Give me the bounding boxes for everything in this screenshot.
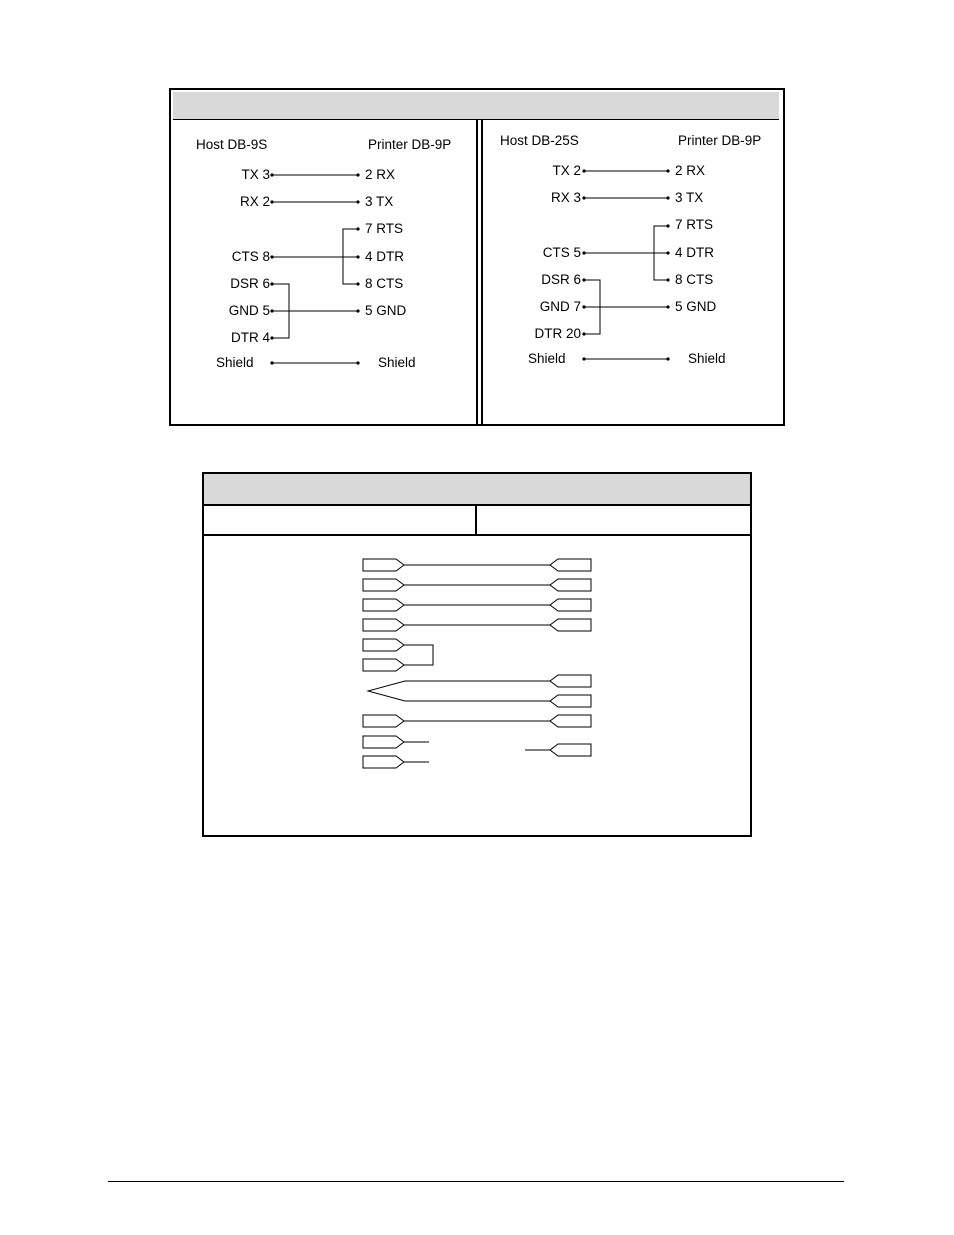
- shield-printer-label: Shield: [378, 355, 416, 370]
- printer-pin: 3 TX: [675, 190, 704, 205]
- printer-pin: 7 RTS: [675, 217, 714, 232]
- pin-dot: [582, 196, 586, 200]
- left-connector-tag: [362, 558, 405, 572]
- right-connector-tag: [549, 598, 592, 612]
- pin-dot: [356, 282, 360, 286]
- right-connector-tag: [549, 674, 592, 688]
- printer-pin: 5 GND: [365, 303, 407, 318]
- pin-dot: [270, 173, 274, 177]
- pin-dot: [270, 282, 274, 286]
- right-connector-tag: [549, 618, 592, 632]
- printer-pin: 8 CTS: [365, 276, 404, 291]
- printer-pin: 2 RX: [365, 167, 396, 182]
- merge-arrow-wire: [366, 680, 550, 702]
- host-title: Host DB-25S: [500, 133, 579, 148]
- right-connector-tag: [549, 743, 592, 757]
- pin-dot: [582, 332, 586, 336]
- parallel-wiring-table: [202, 472, 752, 837]
- pin-dot: [356, 200, 360, 204]
- right-connector-tag: [549, 714, 592, 728]
- host-pin: TX 3: [241, 167, 270, 182]
- loopback-wire: [404, 644, 434, 666]
- host-pin: DSR 6: [541, 272, 581, 287]
- host-pin: GND 7: [539, 299, 581, 314]
- pin-dot: [582, 278, 586, 282]
- pin-dot: [582, 169, 586, 173]
- pin-dot: [356, 173, 360, 177]
- printer-title: Printer DB-9P: [678, 133, 762, 148]
- left-connector-tag: [362, 638, 405, 652]
- left-connector-tag: [362, 578, 405, 592]
- panel-divider: [476, 120, 478, 426]
- shield-host-label: Shield: [528, 351, 566, 366]
- pin-dot: [356, 361, 360, 365]
- printer-pin: 3 TX: [365, 194, 394, 209]
- right-connector-tag: [549, 558, 592, 572]
- printer-pin: 2 RX: [675, 163, 706, 178]
- column-header-row: [204, 506, 750, 536]
- pin-dot: [582, 251, 586, 255]
- host-title: Host DB-9S: [196, 137, 268, 152]
- left-connector-tag: [362, 598, 405, 612]
- pin-dot: [666, 224, 670, 228]
- left-connector-tag: [362, 618, 405, 632]
- left-connector-tag: [362, 735, 405, 749]
- shield-printer-label: Shield: [688, 351, 726, 366]
- pin-dot: [270, 255, 274, 259]
- host-pin: TX 2: [552, 163, 581, 178]
- printer-pin: 7 RTS: [365, 221, 404, 236]
- pin-dot: [356, 309, 360, 313]
- pin-dot: [270, 309, 274, 313]
- pin-dot: [270, 361, 274, 365]
- pin-dot: [666, 251, 670, 255]
- right-connector-tag: [549, 694, 592, 708]
- wire-rts-cts-bus: [342, 228, 358, 285]
- printer-pin: 8 CTS: [675, 272, 714, 287]
- pin-dot: [666, 196, 670, 200]
- serial-wiring-table-header: [173, 92, 779, 120]
- pin-dot: [666, 278, 670, 282]
- pin-dot: [356, 255, 360, 259]
- left-connector-tag: [362, 658, 405, 672]
- host-pin: DTR 20: [534, 326, 581, 341]
- host-pin: DSR 6: [230, 276, 270, 291]
- printer-pin: 5 GND: [675, 299, 717, 314]
- pin-dot: [666, 169, 670, 173]
- parallel-wiring-table-header: [204, 474, 750, 506]
- printer-pin: 4 DTR: [675, 245, 715, 260]
- host-pin: CTS 5: [542, 245, 581, 260]
- right-connector-tag: [549, 578, 592, 592]
- pin-dot: [582, 305, 586, 309]
- host-pin: RX 3: [550, 190, 581, 205]
- pin-dot: [270, 336, 274, 340]
- host-pin: RX 2: [239, 194, 270, 209]
- footer-rule: [108, 1181, 844, 1182]
- pin-dot: [270, 200, 274, 204]
- pin-dot: [666, 357, 670, 361]
- pin-dot: [666, 305, 670, 309]
- host-pin: GND 5: [228, 303, 270, 318]
- left-connector-tag: [362, 714, 405, 728]
- host-pin: CTS 8: [231, 249, 270, 264]
- printer-title: Printer DB-9P: [368, 137, 452, 152]
- column-header-left: [204, 506, 477, 534]
- pin-dot: [582, 357, 586, 361]
- shield-host-label: Shield: [216, 355, 254, 370]
- host-pin: DTR 4: [230, 330, 270, 345]
- left-connector-tag: [362, 755, 405, 769]
- pin-dot: [356, 227, 360, 231]
- printer-pin: 4 DTR: [365, 249, 405, 264]
- wire-rts-cts-bus: [653, 225, 668, 281]
- panel-divider: [481, 120, 483, 426]
